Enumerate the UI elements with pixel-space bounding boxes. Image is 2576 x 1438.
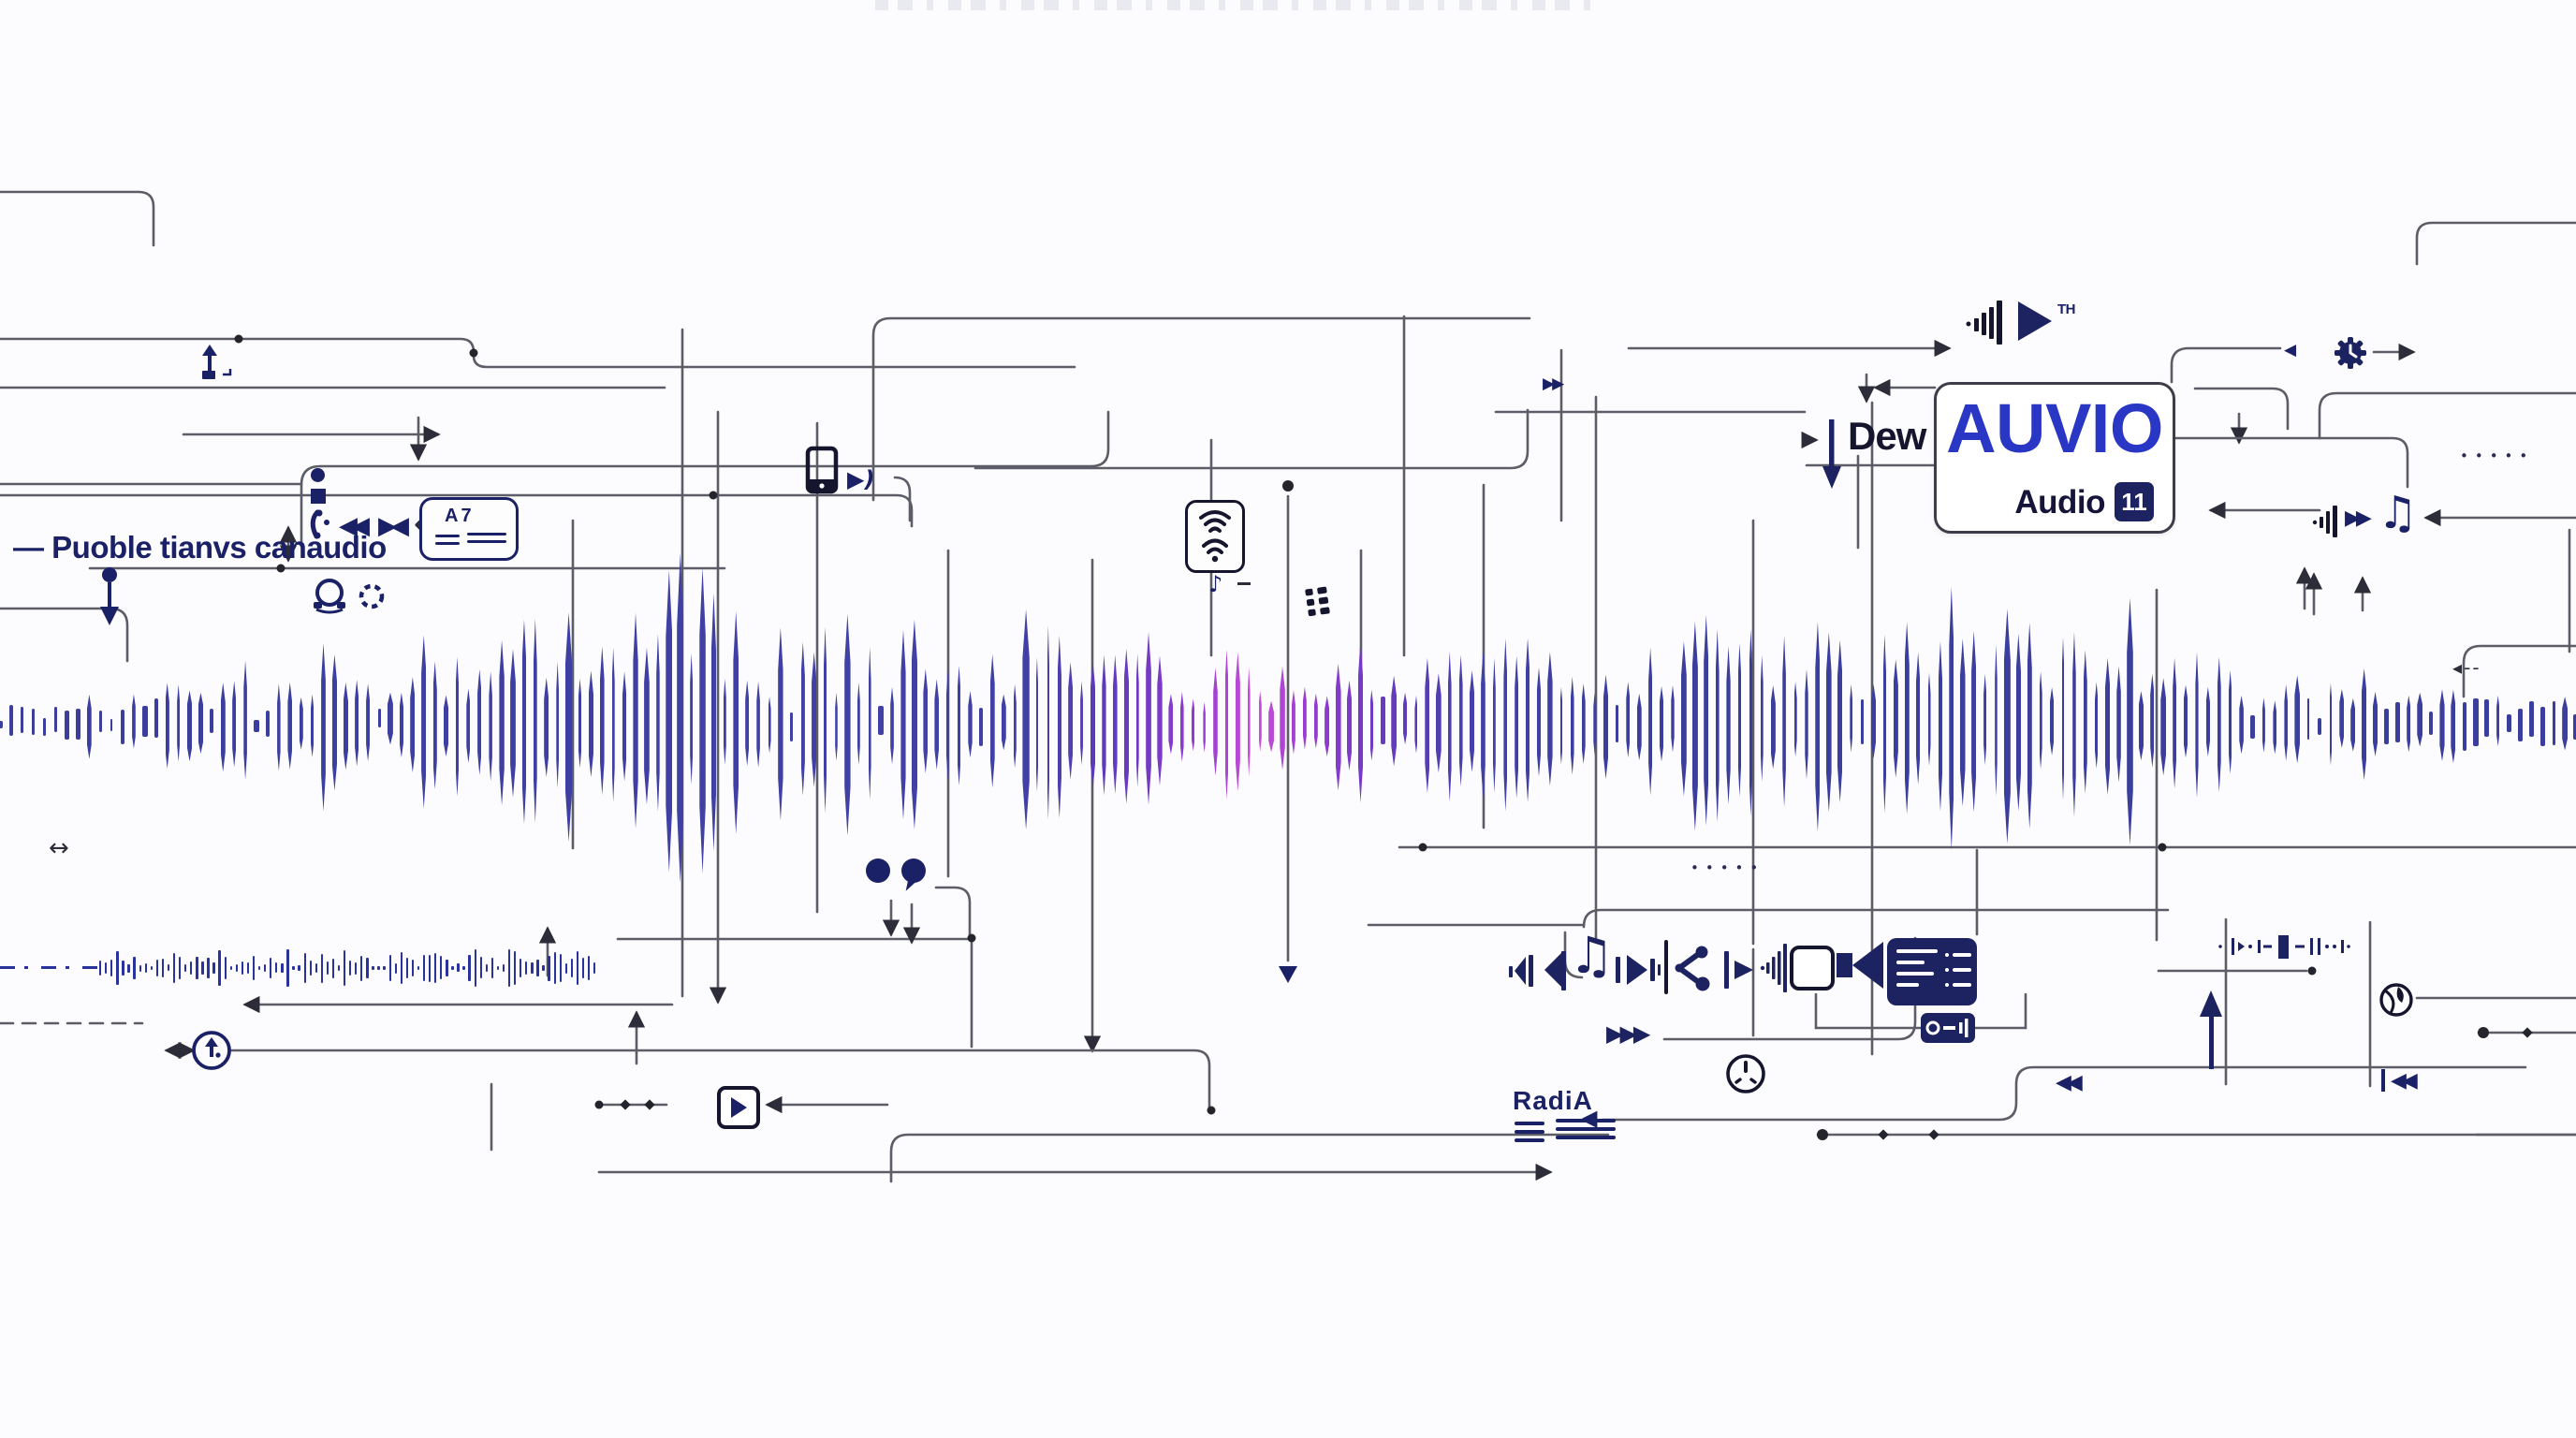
- share-icon: [1675, 946, 1710, 991]
- divider-bar: [1664, 940, 1668, 994]
- arrow-up-icon: [202, 345, 232, 379]
- dot-square-marker: [311, 468, 326, 504]
- playlist-panel: [1887, 938, 1977, 1005]
- brand-badge: 11: [2115, 482, 2154, 521]
- brand-logo-box: AUVIO Audio 11: [1934, 382, 2175, 534]
- cropped-top-text: [875, 0, 1596, 10]
- refresh-icon: [359, 583, 385, 609]
- brand-name: AUVIO: [1946, 389, 2163, 467]
- down-triangle-marker: [1279, 966, 1297, 983]
- timer-circle-icon: [1726, 1054, 1765, 1093]
- upload-circle-icon: [192, 1031, 231, 1070]
- rewind-icon: ◀◀: [2391, 1069, 2418, 1093]
- chat-bubble-tail-icon: [901, 858, 926, 893]
- play-pause-icon: [1616, 955, 1661, 985]
- mobile-phone-icon: [805, 446, 839, 494]
- fast-forward-icon: ▶▶: [2345, 506, 2372, 530]
- ellipsis-dots: •••••: [2460, 448, 2535, 464]
- big-play-icon: [2018, 301, 2052, 341]
- music-note-icon: ♫: [1569, 926, 1615, 985]
- ellipsis-dots: •••••: [1690, 859, 1765, 876]
- headphones-icon: [314, 579, 345, 614]
- dash-marker: [1237, 582, 1251, 585]
- music-note-small-icon: ♪: [1208, 571, 1223, 597]
- brand-down-arrow: [1822, 419, 1841, 489]
- play-bar-icon: [1724, 951, 1753, 989]
- play-rewind-icon: ▶◀: [378, 512, 409, 540]
- brand-prefix: Dew: [1848, 414, 1926, 458]
- radio-label: RadiA: [1513, 1086, 1593, 1115]
- globe-icon: [2379, 983, 2413, 1017]
- brand-badge-number: 11: [2121, 488, 2147, 516]
- trademark-label: TH: [2057, 301, 2076, 317]
- tick-cluster-icon: [2218, 935, 2350, 959]
- chat-bubble-icon: [866, 858, 890, 883]
- play-button-box: [717, 1086, 760, 1129]
- play-next-icon: ▶): [847, 466, 875, 492]
- back-dash-arrow: ◂--: [2452, 656, 2481, 679]
- previous-track-icon: [1544, 951, 1566, 990]
- queue-list-icon: [1305, 586, 1330, 617]
- brand-sub-label: Audio: [2014, 484, 2105, 521]
- bar-marker: [2381, 1069, 2385, 1092]
- back-triangle-icon: ◀: [1580, 1105, 1598, 1131]
- volume-bars-icon: [1966, 301, 2002, 345]
- left-right-arrow-icon: ↔: [49, 834, 69, 862]
- rewind-icon: ◀◀: [339, 512, 370, 540]
- gear-clock-icon: [2334, 337, 2366, 369]
- down-arrow-icon: [100, 567, 119, 625]
- level-badge: [1921, 1013, 1975, 1043]
- device-a7-box: A7: [419, 497, 519, 561]
- play-icon: [731, 1097, 747, 1118]
- fast-forward-small-icon: ▶▶: [1543, 374, 1564, 393]
- fast-forward-triple-icon: ▶▶▶: [1606, 1020, 1650, 1047]
- mini-waveform-lead-dashes: [0, 966, 97, 969]
- speaker-icon: [1837, 942, 1883, 989]
- volume-level-icon: [1760, 944, 1787, 992]
- device-a7-label: A7: [445, 506, 475, 526]
- volume-bars-icon: [2312, 506, 2337, 537]
- music-note-icon: ♫: [2378, 487, 2419, 539]
- left-caption: — Puoble tianvs canaudio: [13, 530, 387, 565]
- rewind-icon: ◀◀: [2056, 1071, 2083, 1094]
- wifi-icon: [1199, 510, 1231, 563]
- back-triangle-icon: ◀: [2284, 341, 2297, 360]
- up-arrow-icon: [2200, 990, 2222, 1069]
- volume-small-icon: [1509, 955, 1533, 987]
- wifi-box: [1185, 500, 1245, 573]
- phone-icon: [310, 509, 329, 539]
- stop-button-icon: [1790, 946, 1835, 990]
